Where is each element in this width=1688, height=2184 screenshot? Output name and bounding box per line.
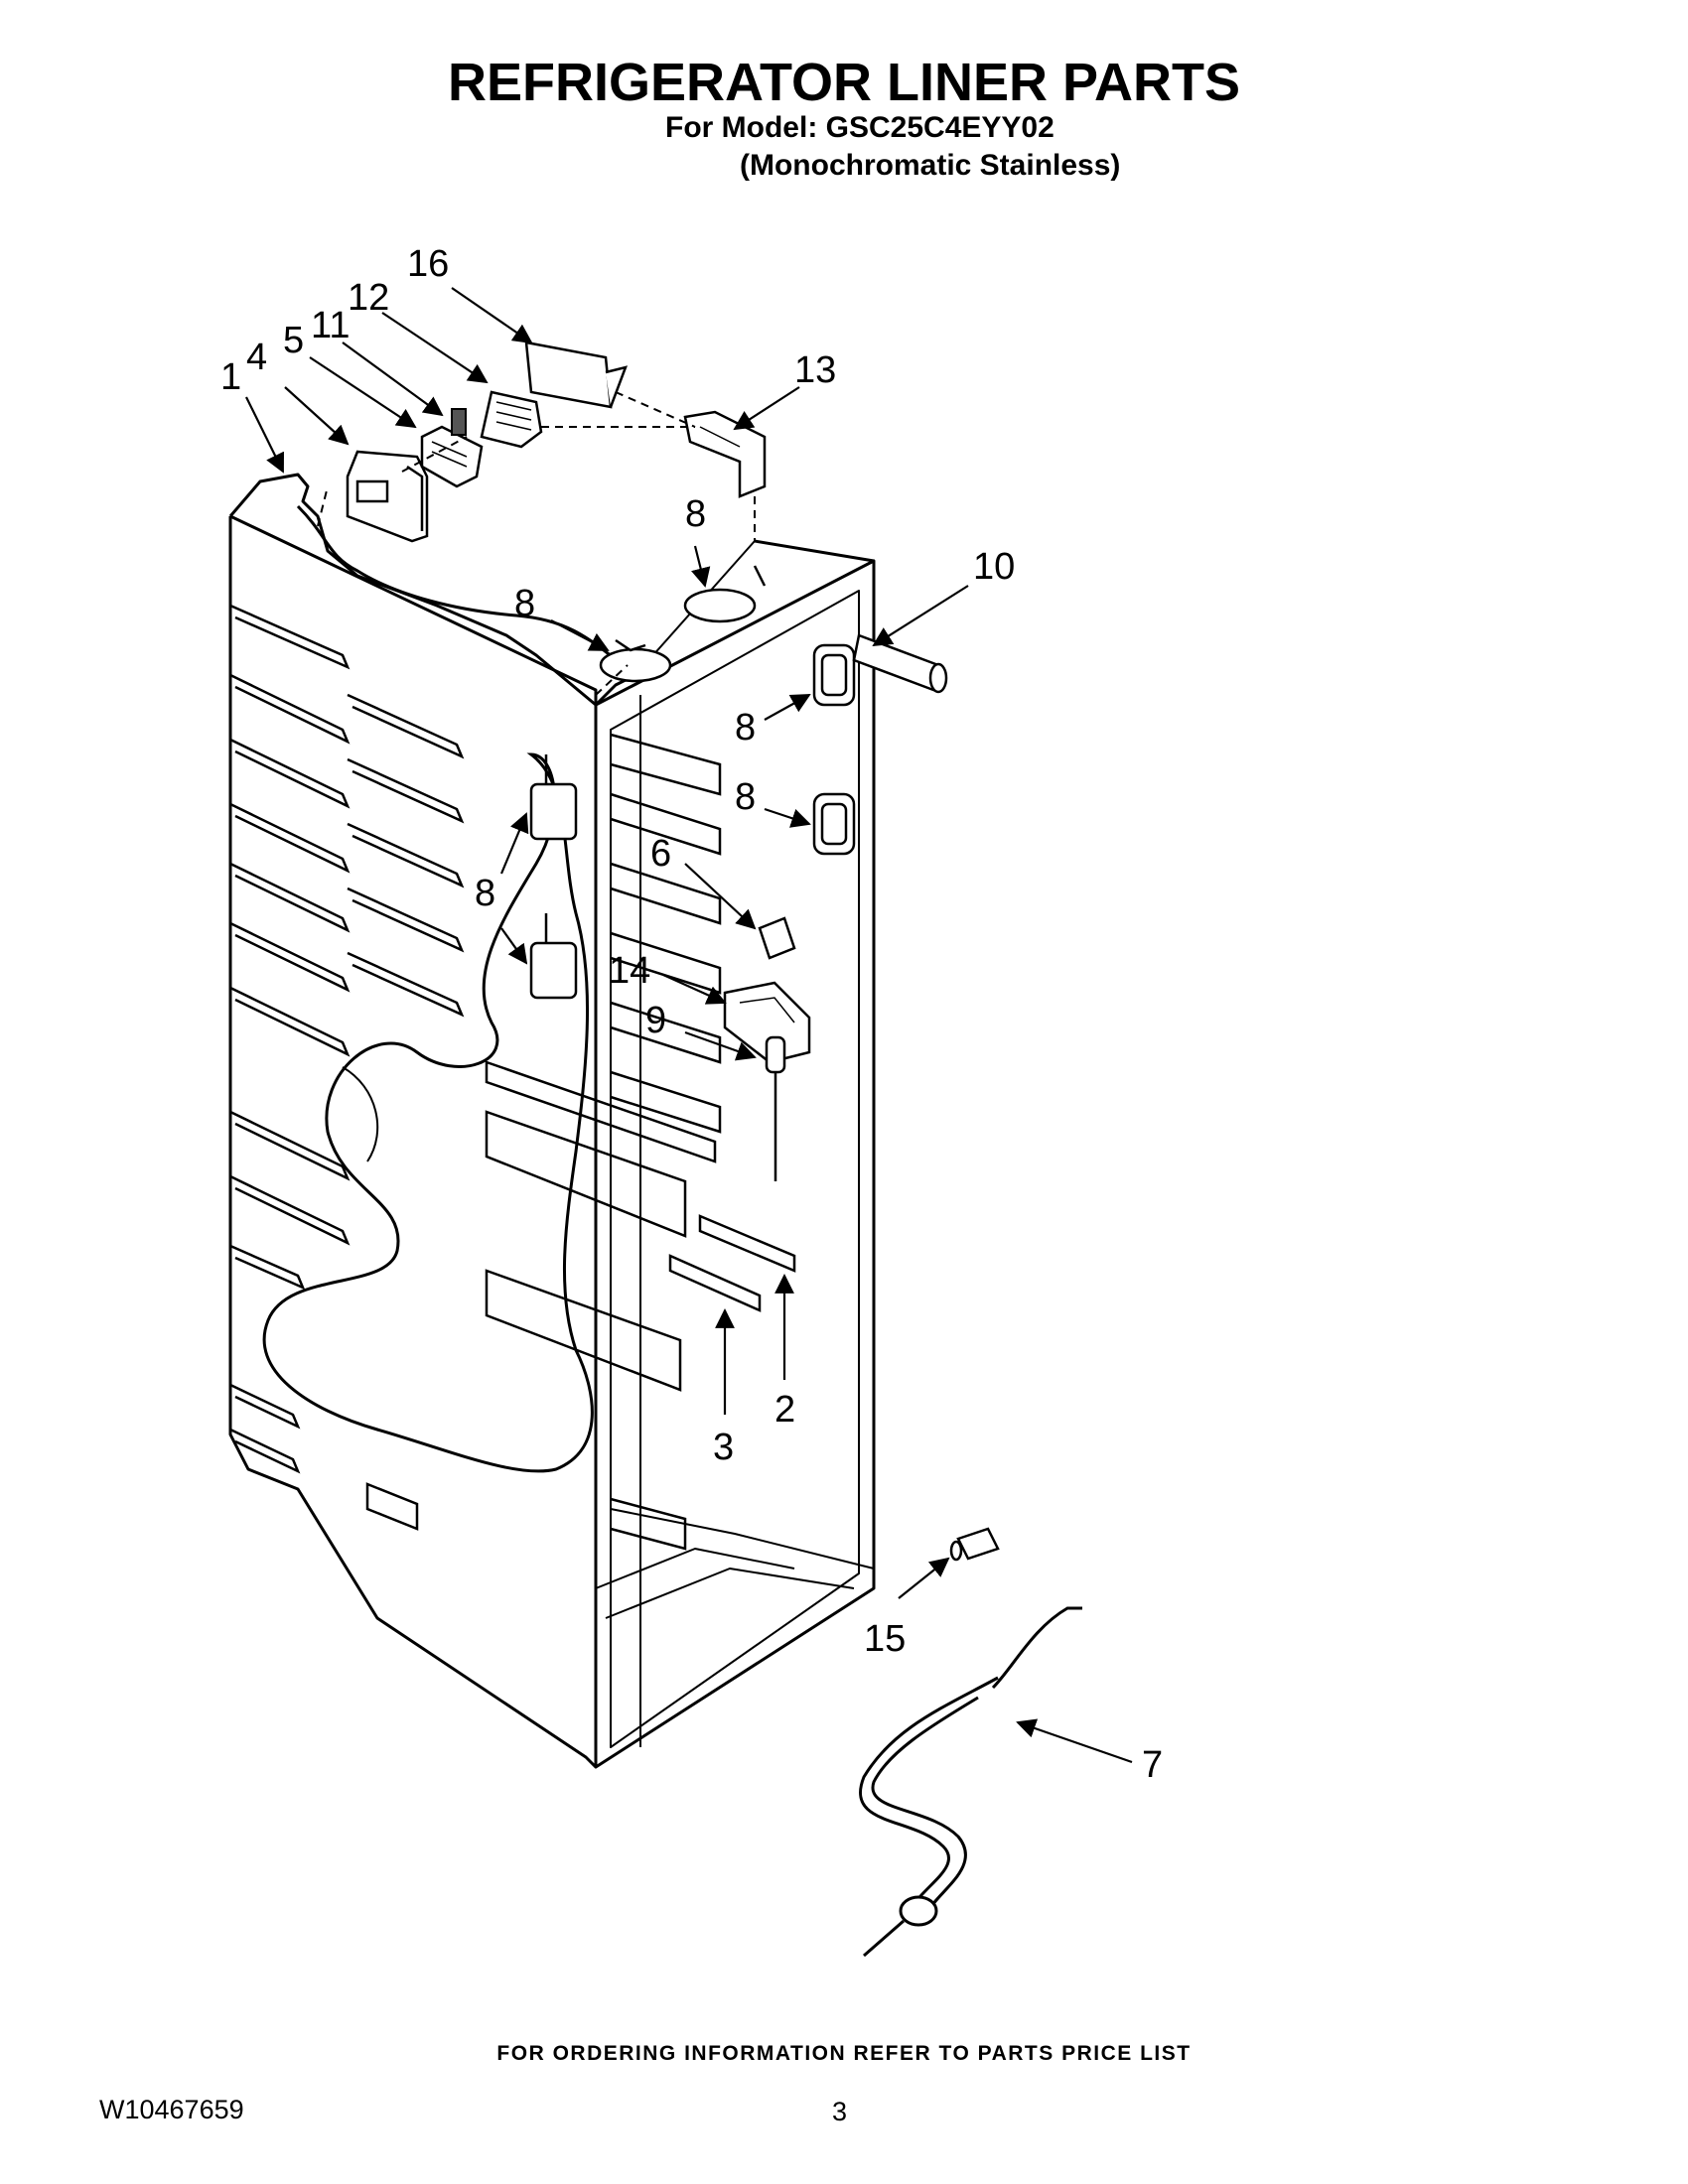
- assembly-dash-lines: [317, 391, 756, 696]
- page-title: REFRIGERATOR LINER PARTS: [447, 53, 1241, 112]
- part-5-module: [420, 425, 484, 488]
- callout-5: 5: [283, 320, 304, 361]
- callout-16: 16: [407, 243, 449, 285]
- liner-body: [228, 473, 876, 1769]
- callout-15: 15: [864, 1618, 906, 1660]
- leader-lines: [245, 287, 1133, 1764]
- callout-8-top-right: 8: [685, 493, 706, 535]
- part-15-fitting: [949, 1527, 1000, 1562]
- callout-1: 1: [220, 356, 241, 398]
- part-7-tube: [859, 1606, 1082, 1958]
- callout-12: 12: [348, 277, 389, 319]
- part-8-light-right-2: [812, 792, 856, 856]
- back-wall-shelf-ribs: [485, 733, 722, 1551]
- ordering-note: FOR ORDERING INFORMATION REFER TO PARTS …: [496, 2042, 1192, 2065]
- part-8-light-left-1: [529, 754, 578, 841]
- part-12-bracket: [480, 390, 543, 449]
- part-16-cover: [524, 341, 629, 409]
- callout-labels: 1 4 5 11 12 16 13 8 8 10 8 8 8 6 14 9 3 …: [220, 243, 1163, 1786]
- part-13-damper: [683, 410, 767, 498]
- callout-13: 13: [794, 349, 836, 391]
- callout-11: 11: [311, 305, 350, 346]
- page-number: 3: [832, 2097, 848, 2126]
- callout-14: 14: [609, 950, 650, 992]
- part-10-cylinder: [852, 633, 948, 694]
- part-8-light-top-2: [683, 565, 767, 623]
- part-4-housing: [346, 450, 429, 543]
- part-9-sensor: [765, 1035, 786, 1181]
- callout-7: 7: [1142, 1744, 1163, 1786]
- document-number: W10467659: [99, 2095, 244, 2124]
- part-2-strip: [698, 1214, 796, 1273]
- callout-2: 2: [774, 1389, 795, 1431]
- part-6-clip: [758, 916, 796, 960]
- callout-8-right-2: 8: [735, 776, 756, 818]
- callout-10: 10: [973, 546, 1015, 588]
- callout-4: 4: [246, 337, 267, 378]
- part-8-light-right-1: [812, 643, 856, 707]
- variant-line: (Monochromatic Stainless): [740, 149, 1121, 182]
- callout-8-right-1: 8: [735, 707, 756, 749]
- part-8-light-left-2: [529, 913, 578, 1000]
- callout-8-top-left: 8: [514, 583, 535, 624]
- part-3-strip: [668, 1254, 762, 1312]
- part-11-clip: [451, 408, 467, 436]
- callout-8-left: 8: [475, 873, 495, 914]
- left-wall-shelf-ribs: [229, 604, 465, 1531]
- cutaway-outline: [262, 504, 636, 1473]
- callout-9: 9: [645, 1000, 666, 1041]
- model-line: For Model: GSC25C4EYY02: [665, 111, 1055, 144]
- callout-3: 3: [713, 1427, 734, 1468]
- callout-6: 6: [650, 833, 671, 875]
